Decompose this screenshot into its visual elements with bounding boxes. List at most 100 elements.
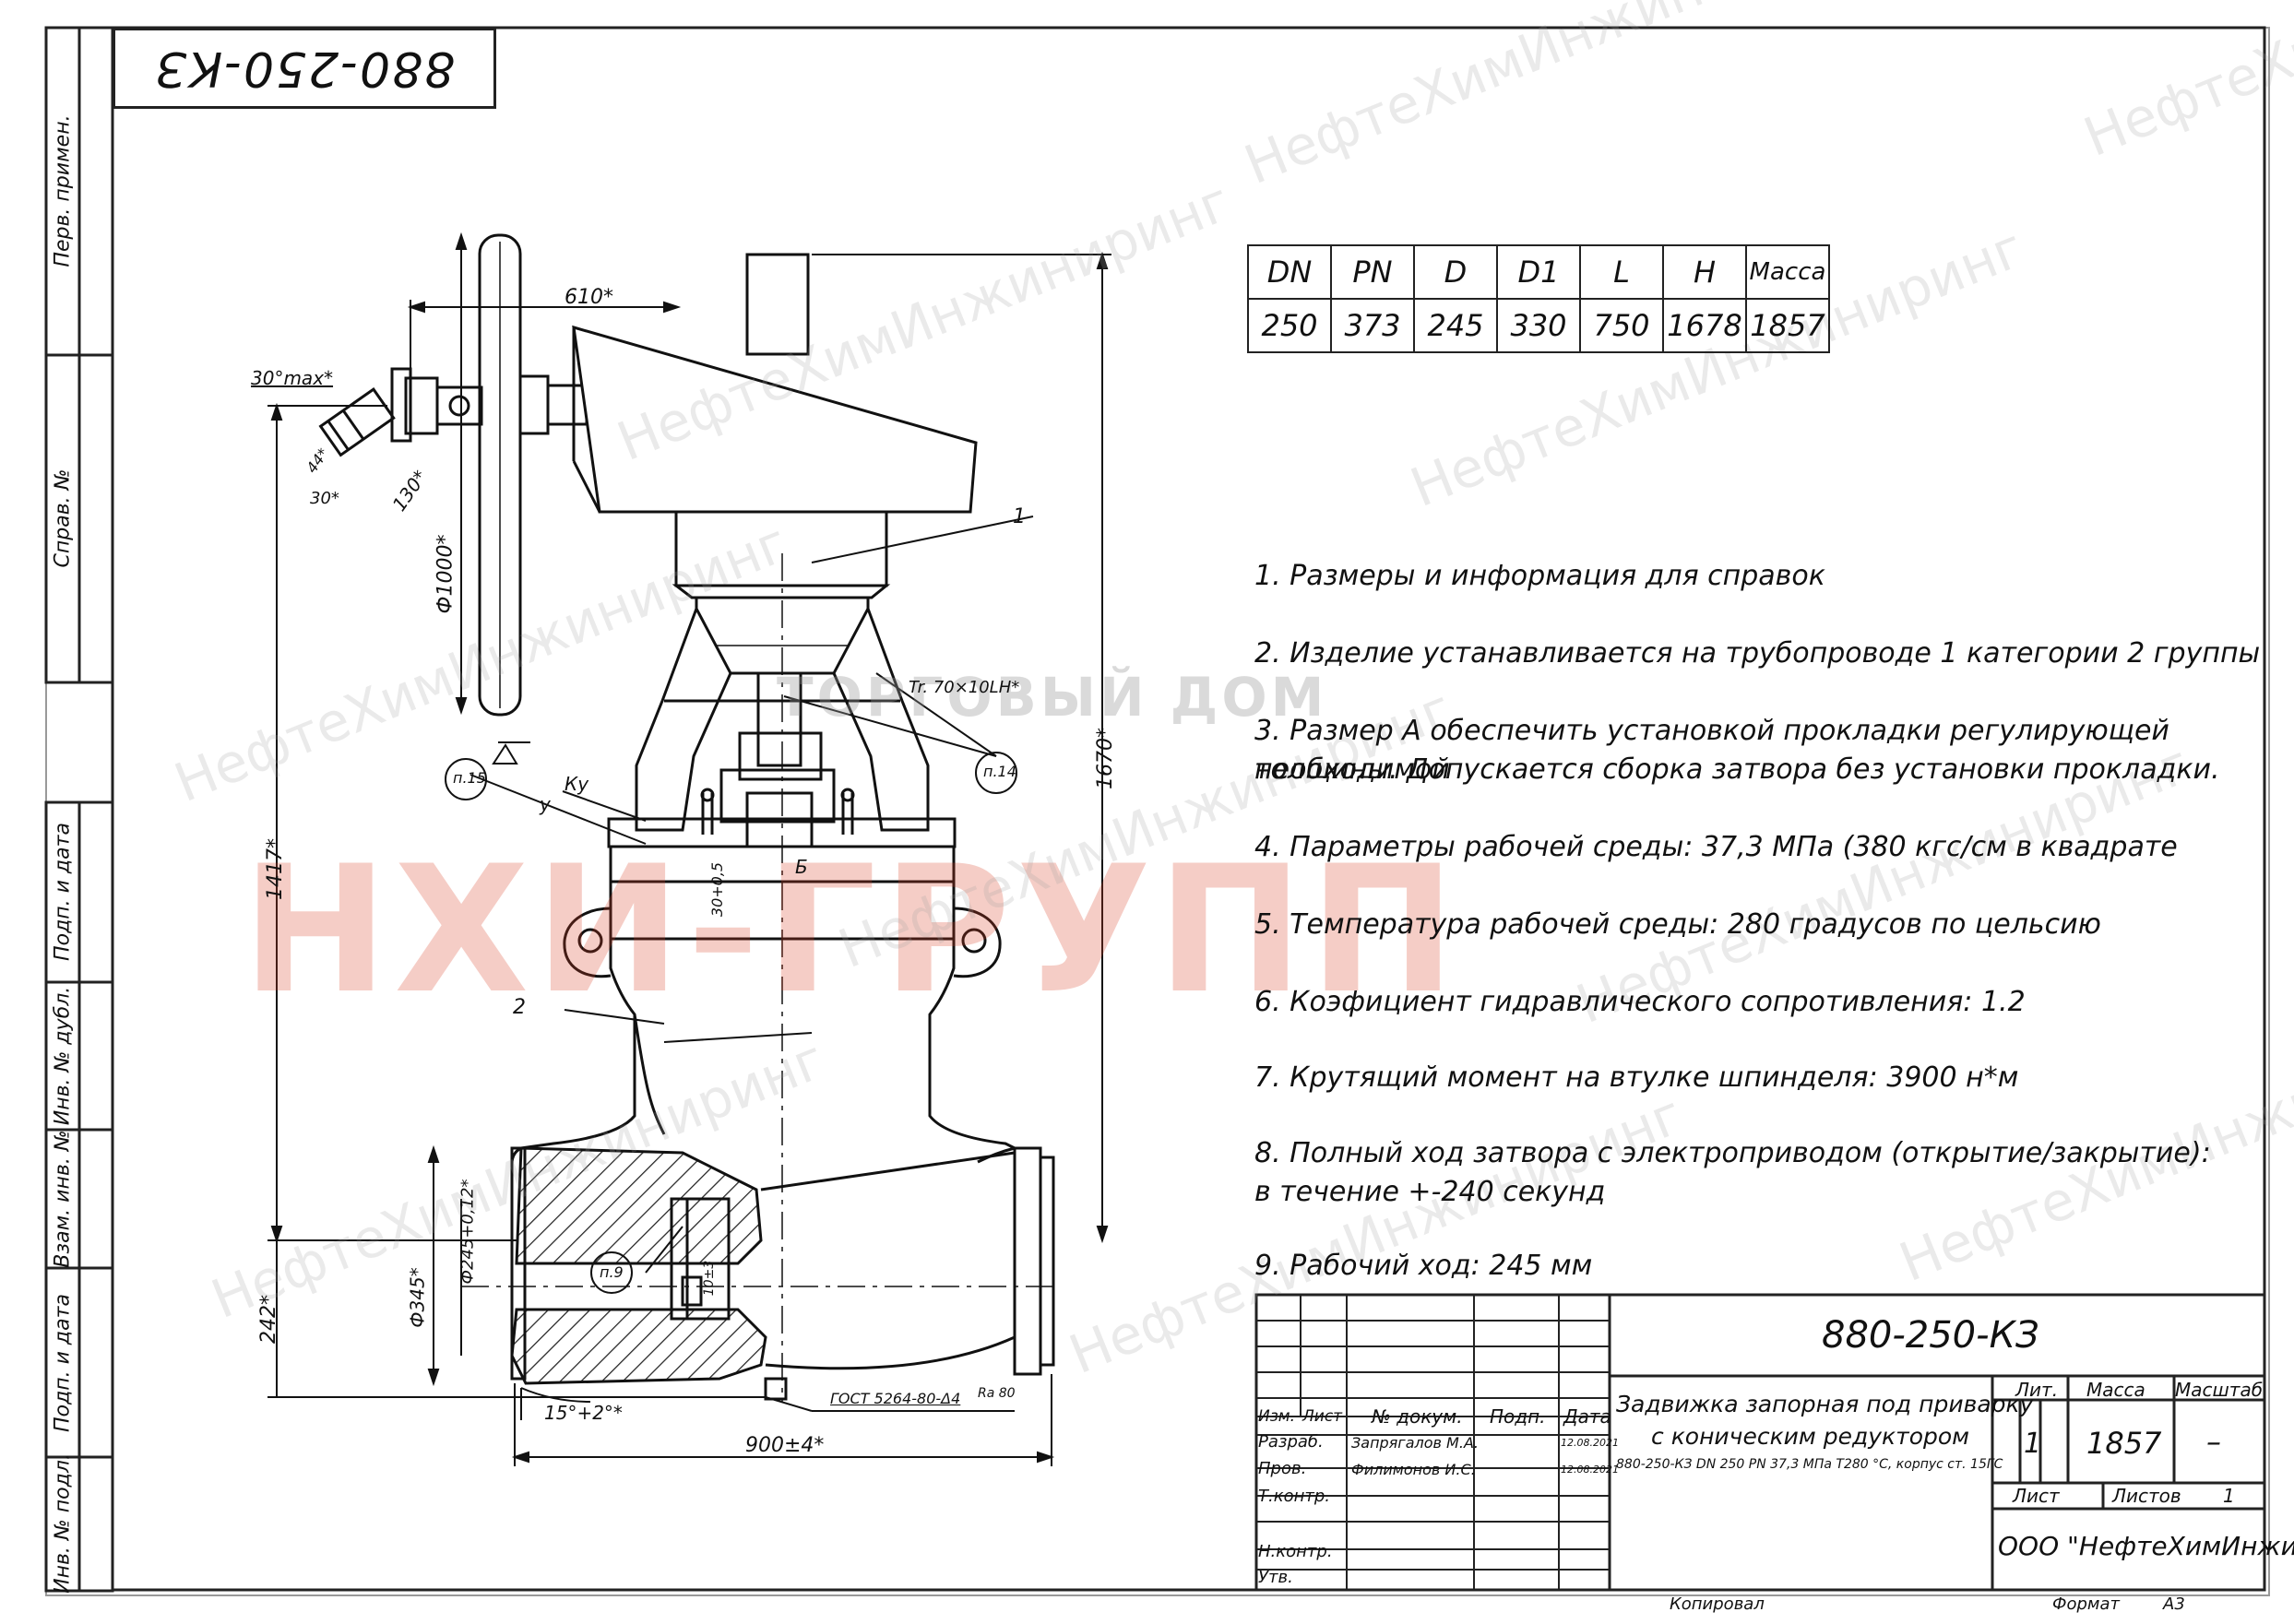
- note-line: 7. Крутящий момент на втулке шпинделя: 3…: [1254, 1061, 2019, 1094]
- role-nkontr: Н.контр.: [1258, 1542, 1333, 1561]
- dim-30-05: 30+0,5: [708, 861, 727, 918]
- note-line: 8. Полный ход затвора с электроприводом …: [1254, 1137, 2211, 1169]
- dim-angle-30max: 30°max*: [251, 367, 334, 389]
- label-listov: Листов: [2112, 1485, 2181, 1507]
- dim-1417: 1417*: [264, 838, 287, 900]
- table-header-cell: L: [1579, 244, 1664, 300]
- note-line: 5. Температура рабочей среды: 280 градус…: [1254, 908, 2101, 941]
- callout-p9: п.9: [600, 1263, 624, 1281]
- callout-p14: п.14: [983, 763, 1016, 780]
- table-header-row: DN PN D D1 L H Масса: [1247, 244, 1830, 300]
- table-cell: 245: [1413, 298, 1498, 353]
- note-line: 3. Размер А обеспечить установкой прокла…: [1254, 715, 2169, 786]
- dim-ky: Ку: [565, 773, 589, 795]
- role-prov: Пров.: [1258, 1459, 1307, 1478]
- note-line: в течение +-240 секунд: [1254, 1176, 1606, 1208]
- title-block-name-3: 880-250-КЗ DN 250 PN 37,3 МПа Т280 °С, к…: [1616, 1457, 2003, 1472]
- margin-label-vzam-inv: Взам. инв. №: [51, 1130, 75, 1268]
- table-header-cell: H: [1662, 244, 1747, 300]
- title-block-name-2: с коническим редуктором: [1651, 1423, 1970, 1450]
- dim-y: у: [540, 793, 551, 815]
- dim-thread: Tr. 70×10LH*: [909, 678, 1020, 697]
- note-line: 2. Изделие устанавливается на трубопрово…: [1254, 637, 2261, 670]
- hdr-podp: Подп.: [1490, 1405, 1546, 1428]
- valve-drawing: [318, 233, 1061, 1402]
- table-cell: 250: [1247, 298, 1332, 353]
- dim-phi345: Ф345*: [406, 1267, 429, 1328]
- part-label-1: 1: [1013, 505, 1026, 528]
- part-label-2: 2: [513, 996, 526, 1019]
- left-margin-frame: [44, 26, 114, 1593]
- format-value: А3: [2163, 1594, 2185, 1614]
- format-label: Формат: [2052, 1594, 2121, 1614]
- margin-label-perv-primen: Перв. примен.: [51, 114, 75, 267]
- table-header-cell: D1: [1496, 244, 1581, 300]
- weld-gost: ГОСТ 5264-80-Δ4: [830, 1390, 961, 1407]
- dim-1670: 1670*: [1094, 728, 1117, 789]
- table-cell: 1678: [1662, 298, 1747, 353]
- title-block-name-1: Задвижка запорная под приварку: [1616, 1391, 2034, 1417]
- roughness-ra: Ra 80: [978, 1386, 1016, 1401]
- role-utv: Утв.: [1258, 1568, 1293, 1587]
- hdr-ndoc: № докум.: [1372, 1405, 1463, 1428]
- table-header-cell: D: [1413, 244, 1498, 300]
- title-block-code: 880-250-КЗ: [1822, 1314, 2039, 1357]
- table-row: 250 373 245 330 750 1678 1857: [1247, 298, 1830, 353]
- note-line: 9. Рабочий ход: 245 мм: [1254, 1250, 1593, 1282]
- table-header-cell: DN: [1247, 244, 1332, 300]
- dim-610: 610*: [565, 286, 613, 309]
- table-cell: 750: [1579, 298, 1664, 353]
- prov-date: 12.08.2021: [1561, 1464, 1619, 1476]
- table-cell: 373: [1330, 298, 1415, 353]
- prov-name: Филимонов И.С.: [1351, 1461, 1476, 1478]
- dim-242: 242*: [257, 1295, 280, 1344]
- dim-900: 900±4*: [745, 1434, 825, 1457]
- margin-label-inv-dubl: Инв. № дубл.: [51, 986, 75, 1126]
- callout-p15: п.15: [453, 769, 486, 787]
- table-cell: 1857: [1745, 298, 1830, 353]
- title-block-frame: [1254, 1293, 2266, 1592]
- hdr-data: Дата: [1563, 1405, 1611, 1428]
- note-line: 6. Коэфициент гидравлического сопротивле…: [1254, 986, 2026, 1018]
- drawing-code-stamp: 880-250-КЗ: [113, 28, 496, 109]
- hdr-izm: Изм.: [1258, 1407, 1295, 1426]
- razrab-name: Запрягалов М.А.: [1351, 1434, 1479, 1452]
- dim-30: 30*: [310, 489, 339, 508]
- razrab-date: 12.08.2021: [1561, 1437, 1619, 1449]
- dim-b: Б: [795, 856, 808, 878]
- parameter-table: DN PN D D1 L H Масса 250 373 245 330 750…: [1247, 244, 1830, 353]
- value-massa: 1857: [2086, 1426, 2162, 1461]
- dim-10: 10±3: [702, 1260, 718, 1297]
- dimension-lines: [267, 231, 1111, 1466]
- title-block-org: ООО "НефтеХимИнжиниринг": [1998, 1531, 2294, 1561]
- note-line: толщины. Допускается сборка затвора без …: [1254, 753, 2220, 786]
- role-tkontr: Т.контр.: [1258, 1487, 1331, 1506]
- label-list: Лист: [2013, 1485, 2060, 1507]
- value-masshtab: –: [2206, 1424, 2221, 1459]
- margin-label-inv-podl: Инв. № подл.: [51, 1453, 75, 1594]
- table-header-cell: Масса: [1745, 244, 1830, 300]
- margin-label-podp-data-1: Подп. и дата: [51, 823, 75, 961]
- role-razrab: Разраб.: [1258, 1432, 1324, 1452]
- table-cell: 330: [1496, 298, 1581, 353]
- logo-watermark: НХИ-ГРУПП: [242, 828, 1462, 1032]
- dim-phi1000: Ф1000*: [434, 534, 458, 614]
- dim-angle-15: 15°+2°*: [544, 1402, 623, 1424]
- hdr-list: Лист: [1302, 1407, 1343, 1426]
- dim-phi245: Ф245+0,12*: [458, 1179, 478, 1285]
- kopiroval-label: Копировал: [1670, 1594, 1765, 1614]
- logo-small-watermark: ТОРГОВЫЙ ДОМ: [777, 666, 1328, 729]
- margin-label-sprav-no: Справ. №: [51, 468, 75, 568]
- label-lit: Лит.: [2015, 1379, 2059, 1401]
- value-lit: 1: [2024, 1428, 2042, 1460]
- table-header-cell: PN: [1330, 244, 1415, 300]
- label-masshtab: Масштаб: [2175, 1379, 2264, 1401]
- value-listov: 1: [2223, 1485, 2235, 1507]
- note-line: 1. Размеры и информация для справок: [1254, 560, 1825, 592]
- margin-label-podp-data-2: Подп. и дата: [51, 1294, 75, 1432]
- drawing-code-rotated: 880-250-КЗ: [153, 41, 456, 96]
- note-line: 4. Параметры рабочей среды: 37,3 МПа (38…: [1254, 831, 2178, 863]
- label-massa: Масса: [2086, 1379, 2145, 1401]
